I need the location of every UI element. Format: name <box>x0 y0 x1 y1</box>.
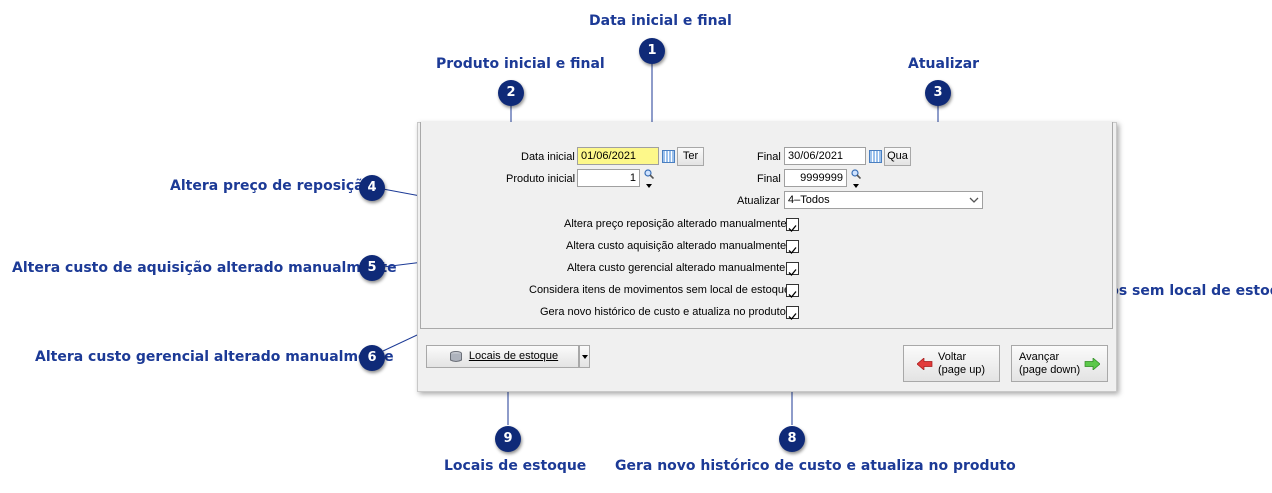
voltar-shortcut: (page up) <box>938 364 986 376</box>
check-label-custo-aquisicao: Altera custo aquisição alterado manualme… <box>566 240 787 252</box>
avancar-button[interactable]: Avançar (page down) <box>1011 345 1108 382</box>
atualizar-select-value: 4–Todos <box>788 194 830 206</box>
produto-final-label: Final <box>757 173 781 185</box>
callout-badge-2: 2 <box>498 80 524 106</box>
data-inicial-input[interactable]: 01/06/2021 <box>577 147 659 165</box>
voltar-label: Voltar <box>938 351 967 363</box>
locais-estoque-label: Locais de estoque <box>468 350 559 362</box>
checkmark-icon <box>788 313 797 320</box>
produto-inicial-input[interactable]: 1 <box>577 169 640 187</box>
check-label-sem-local: Considera itens de movimentos sem local … <box>529 284 791 296</box>
callout-label-product-range: Produto inicial e final <box>436 56 605 72</box>
data-final-input[interactable]: 30/06/2021 <box>784 147 866 165</box>
dropdown-arrow-icon[interactable] <box>853 184 859 188</box>
callout-badge-1: 1 <box>639 38 665 64</box>
voltar-button[interactable]: Voltar (page up) <box>903 345 1000 382</box>
callout-badge-9: 9 <box>495 426 521 452</box>
callout-badge-8: 8 <box>779 426 805 452</box>
dropdown-arrow-icon <box>582 355 588 359</box>
avancar-shortcut: (page down) <box>1019 364 1081 376</box>
chevron-down-icon[interactable] <box>966 192 982 208</box>
check-label-custo-gerencial: Altera custo gerencial alterado manualme… <box>567 262 786 274</box>
warehouse-icon <box>450 351 462 362</box>
checkmark-icon <box>788 291 797 298</box>
callout-badge-6: 6 <box>359 345 385 371</box>
callout-label-preco-reposicao: Altera preço de reposição <box>170 178 374 194</box>
callout-label-locais: Locais de estoque <box>444 458 587 474</box>
atualizar-label: Atualizar <box>737 195 780 207</box>
check-label-preco-reposicao: Altera preço reposição alterado manualme… <box>564 218 787 230</box>
locais-estoque-button[interactable]: Locais de estoque <box>426 345 579 368</box>
produto-inicial-label: Produto inicial <box>506 173 576 185</box>
avancar-label: Avançar <box>1019 351 1060 363</box>
options-panel <box>420 122 1113 329</box>
check-novo-historico[interactable] <box>786 306 799 320</box>
callout-badge-5: 5 <box>359 255 385 281</box>
atualizar-select[interactable]: 4–Todos <box>784 191 983 209</box>
callout-label-novo-historico: Gera novo histórico de custo e atualiza … <box>615 458 1016 474</box>
callout-badge-3: 3 <box>925 80 951 106</box>
callout-label-atualizar: Atualizar <box>908 56 980 72</box>
check-label-novo-historico: Gera novo histórico de custo e atualiza … <box>540 306 786 318</box>
arrow-left-icon <box>917 358 933 370</box>
check-sem-local[interactable] <box>786 284 799 298</box>
locais-estoque-menu-button[interactable] <box>579 345 590 368</box>
arrow-right-icon <box>1084 358 1100 370</box>
search-icon[interactable] <box>644 169 654 179</box>
weekday-final-button[interactable]: Qua <box>884 147 911 166</box>
data-final-label: Final <box>757 151 781 163</box>
dropdown-arrow-icon[interactable] <box>646 184 652 188</box>
search-icon[interactable] <box>851 169 861 179</box>
callout-label-custo-aquisicao: Altera custo de aquisição alterado manua… <box>12 260 397 276</box>
data-inicial-label: Data inicial <box>521 151 575 163</box>
check-custo-aquisicao[interactable] <box>786 240 799 254</box>
check-custo-gerencial[interactable] <box>786 262 799 276</box>
callout-label-date-range: Data inicial e final <box>589 13 732 29</box>
check-preco-reposicao[interactable] <box>786 218 799 232</box>
produto-final-input[interactable]: 9999999 <box>784 169 847 187</box>
callout-label-custo-gerencial: Altera custo gerencial alterado manualme… <box>35 349 394 365</box>
calendar-icon[interactable] <box>869 150 882 163</box>
checkmark-icon <box>788 269 797 276</box>
weekday-inicial-button[interactable]: Ter <box>677 147 704 166</box>
callout-badge-4: 4 <box>359 175 385 201</box>
checkmark-icon <box>788 225 797 232</box>
checkmark-icon <box>788 247 797 254</box>
calendar-icon[interactable] <box>662 150 675 163</box>
